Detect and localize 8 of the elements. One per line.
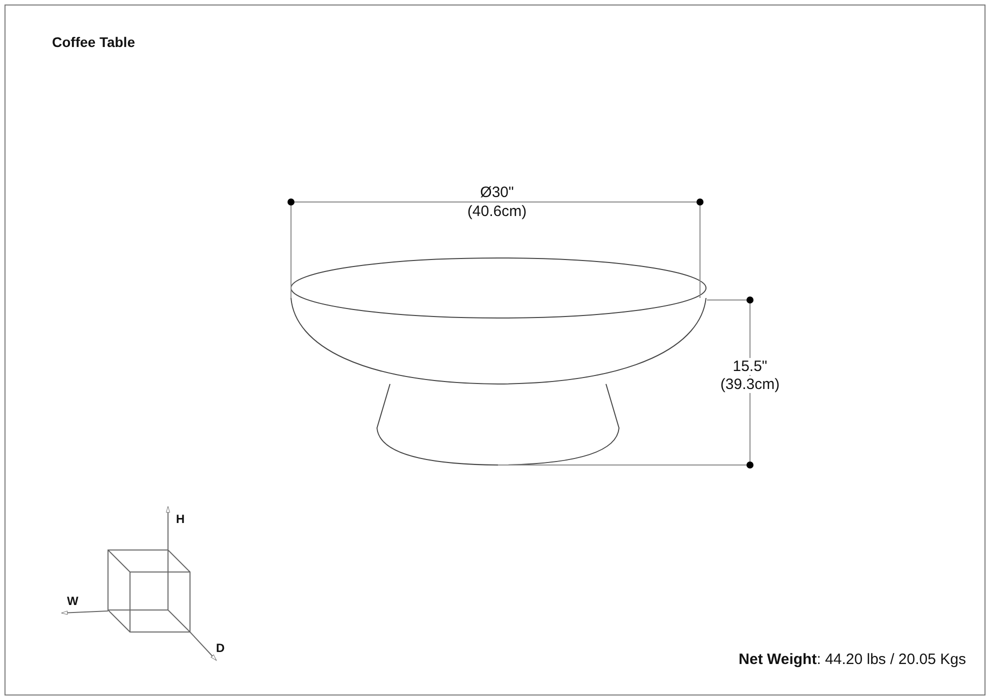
dimension-label: (40.6cm) xyxy=(467,203,527,220)
title: Coffee Table xyxy=(52,34,135,50)
axis-label: W xyxy=(67,594,78,608)
axis-label: H xyxy=(176,512,185,526)
weight-note: Net Weight: 44.20 lbs / 20.05 Kgs xyxy=(738,651,966,668)
dimension-label: 15.5" xyxy=(732,358,768,375)
dimension-label: (39.3cm) xyxy=(720,376,780,393)
axis-label: D xyxy=(216,641,225,655)
